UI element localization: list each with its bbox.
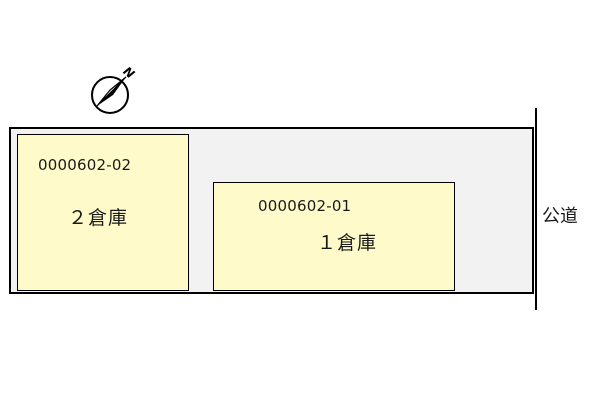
- compass-north-label: N: [120, 64, 137, 81]
- compass-graphic: N: [91, 64, 137, 114]
- warehouse-2-name: ２倉庫: [68, 207, 129, 229]
- warehouse-2: 0000602-02 ２倉庫: [17, 134, 189, 291]
- public-road-line: [535, 108, 537, 310]
- north-arrow-icon: N: [88, 62, 140, 116]
- warehouse-1-code: 0000602-01: [258, 197, 352, 215]
- warehouse-2-code: 0000602-02: [38, 156, 132, 174]
- public-road-label: 公道: [542, 206, 578, 227]
- warehouse-1-name: １倉庫: [317, 232, 378, 254]
- warehouse-1: 0000602-01 １倉庫: [213, 182, 455, 291]
